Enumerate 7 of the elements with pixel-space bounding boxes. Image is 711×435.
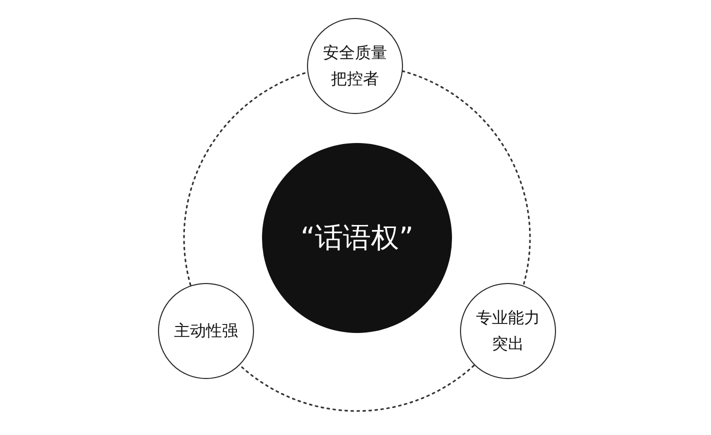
node-label: 安全质量把控者 [322, 42, 388, 90]
node-label: 专业能力突出 [475, 307, 541, 355]
node-label: 主动性强 [173, 320, 239, 342]
dotted-arc [183, 71, 308, 286]
dotted-arc [239, 364, 475, 412]
node-label: “话语权” [299, 220, 414, 256]
dotted-arc [402, 70, 531, 286]
